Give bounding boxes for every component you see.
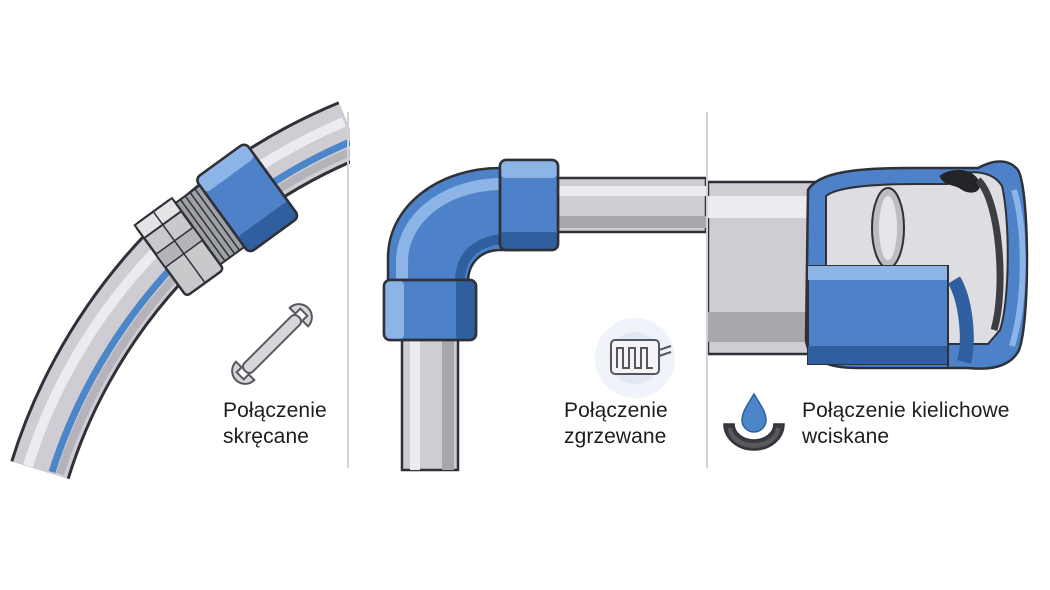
- heating-coil-icon: [595, 318, 675, 398]
- welded-elbow-drawing: [382, 158, 706, 472]
- wrench-icon: [231, 303, 313, 385]
- caption-line: Połączenie: [223, 399, 327, 422]
- panel-socket-connection: Połączenie kielichowe wciskane: [708, 0, 1050, 590]
- divider: [706, 112, 708, 468]
- caption-threaded: Połączenie skręcane: [223, 398, 327, 450]
- panel-threaded-connection: Połączenie skręcane: [0, 0, 350, 590]
- divider: [347, 112, 349, 468]
- caption-line: Połączenie: [564, 399, 668, 422]
- threaded-fitting: [133, 143, 299, 297]
- caption-welded: Połączenie zgrzewane: [564, 398, 668, 450]
- caption-line: zgrzewane: [564, 425, 667, 448]
- caption-line: Połączenie kielichowe: [802, 399, 1010, 422]
- caption-line: skręcane: [223, 425, 310, 448]
- pipe-blue-stripe: [48, 138, 350, 474]
- socket-drawing: [708, 160, 1029, 451]
- water-drop-seal-icon: [723, 392, 785, 451]
- caption-socket: Połączenie kielichowe wciskane: [802, 398, 1010, 450]
- panel-welded-connection: Połączenie zgrzewane: [350, 0, 706, 590]
- caption-line: wciskane: [802, 425, 890, 448]
- threaded-pipe-drawing: [10, 101, 350, 480]
